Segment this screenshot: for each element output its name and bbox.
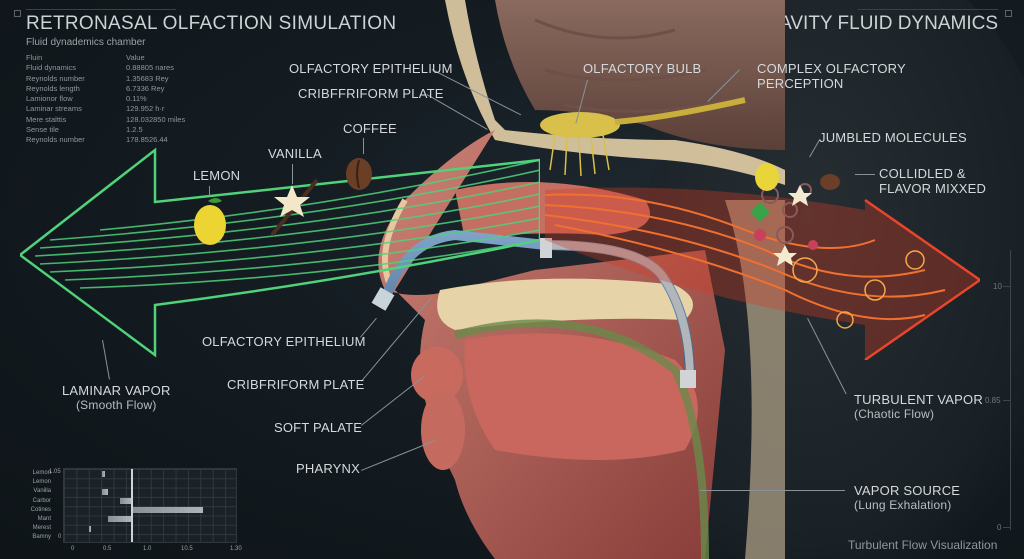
- label-lemon: LEMON: [193, 168, 241, 183]
- bar: [89, 526, 91, 532]
- coffee-bean-icon: [346, 158, 372, 190]
- axis-tick: [1003, 400, 1010, 401]
- header-rule-left: [26, 9, 176, 10]
- corner-square-icon: [14, 10, 21, 17]
- x-tick-label: 10.5: [181, 546, 193, 552]
- leader-line: [292, 164, 293, 184]
- bar: [102, 471, 105, 477]
- turbulent-flow-arrow: [545, 163, 980, 360]
- y-tick-label: 0: [58, 534, 62, 540]
- axis-tick-label: 10: [993, 282, 1002, 291]
- mini-bar-chart: Lemon Lemon Vanilla Carbor Cotines Mant …: [8, 466, 243, 556]
- raspberry-icon: [754, 229, 766, 241]
- vanilla-flower-icon: [788, 185, 812, 206]
- x-tick-label: 1.30: [230, 546, 242, 552]
- label-laminar-vapor: LAMINAR VAPOR (Smooth Flow): [62, 383, 171, 412]
- label-jumbled-molecules: JUMBLED MOLECULES: [819, 130, 967, 145]
- x-tick-label: 0: [71, 546, 75, 552]
- x-tick-label: 0.5: [103, 546, 112, 552]
- vanilla-flower-icon: [270, 178, 319, 237]
- chart-categories: Lemon Lemon Vanilla Carbor Cotines Mant …: [30, 470, 51, 541]
- label-olfactory-bulb: OLFACTORY BULB: [583, 61, 702, 76]
- reference-line: [131, 469, 133, 542]
- label-vapor-source: VAPOR SOURCE (Lung Exhalation): [854, 483, 961, 512]
- leader-line: [209, 186, 210, 196]
- coffee-bean-icon: [820, 174, 840, 190]
- bar: [108, 516, 131, 522]
- lemon-icon: [194, 198, 226, 245]
- page-subtitle-left: Fluid dynademics chamber: [26, 37, 146, 48]
- label-soft-palate: SOFT PALATE: [274, 420, 363, 435]
- label-collided-flavor-mixed: COLLIDLED & FLAVOR MIXXED: [879, 166, 987, 196]
- label-olfactory-epithelium-top: OLFACTORY EPITHELIUM: [289, 61, 453, 76]
- axis-tick-label: 0: [997, 523, 1002, 532]
- label-vanilla: VANILLA: [268, 146, 322, 161]
- leader-line: [855, 174, 875, 175]
- axis-tick: [1003, 286, 1010, 287]
- label-olfactory-epithelium-low: OLFACTORY EPITHELIUM: [202, 334, 366, 349]
- label-complex-olfactory-perception: COMPLEX OLFACTORY PERCEPTION: [757, 61, 906, 91]
- header-rule-right: [858, 9, 998, 10]
- corner-square-icon: [1005, 10, 1012, 17]
- right-axis: [1010, 250, 1011, 530]
- label-cribriform-plate-low: CRIBFRIFORM PLATE: [227, 377, 365, 392]
- footer-caption: Turbulent Flow Visualization: [848, 538, 998, 552]
- chart-plot-area: [63, 468, 237, 543]
- label-turbulent-vapor: TURBULENT VAPOR (Chaotic Flow): [854, 392, 983, 421]
- label-pharynx: PHARYNX: [296, 461, 361, 476]
- head-cross-section-illustration: [371, 0, 785, 559]
- label-coffee: COFFEE: [343, 121, 397, 136]
- bar: [132, 507, 203, 513]
- bar: [102, 489, 108, 495]
- y-tick-label: 1.05: [49, 469, 61, 475]
- laminar-flow-arrow: [20, 147, 540, 358]
- mint-leaf-icon: [750, 202, 770, 222]
- page-title-left: RETRONASAL OLFACTION SIMULATION: [26, 13, 397, 34]
- leader-line: [363, 138, 364, 154]
- lemon-icon: [755, 163, 779, 191]
- label-cribriform-plate-top: CRIBFFRIFORM PLATE: [298, 86, 444, 101]
- x-tick-label: 1.0: [143, 546, 152, 552]
- axis-tick: [1003, 527, 1010, 528]
- leader-line: [700, 490, 845, 491]
- table-header-row: Fluin Value: [26, 53, 145, 62]
- bar: [120, 498, 131, 504]
- axis-tick-label: 0.85: [985, 396, 1001, 405]
